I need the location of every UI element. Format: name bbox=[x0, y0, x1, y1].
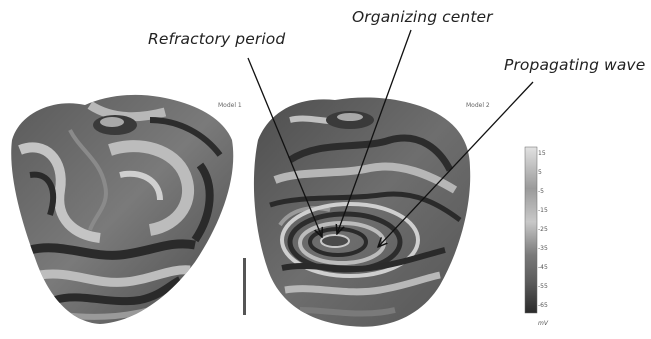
right-heart bbox=[254, 98, 470, 327]
colorbar-tick: -55 bbox=[538, 283, 548, 290]
colorbar-tick: -5 bbox=[538, 188, 544, 195]
label-organizing-center: Organizing center bbox=[352, 8, 493, 26]
panel-title-right: Model 2 bbox=[466, 102, 490, 109]
colorbar-tick: -65 bbox=[538, 302, 548, 309]
colorbar bbox=[525, 147, 537, 313]
colorbar-tick: -15 bbox=[538, 207, 548, 214]
colorbar-unit: mV bbox=[538, 320, 548, 327]
colorbar-tick: 5 bbox=[538, 169, 542, 176]
colorbar-tick: 15 bbox=[538, 150, 546, 157]
scale-bar bbox=[243, 258, 246, 315]
colorbar-tick: -35 bbox=[538, 245, 548, 252]
colorbar-tick: -45 bbox=[538, 264, 548, 271]
left-heart bbox=[11, 95, 233, 324]
colorbar-tick: -25 bbox=[538, 226, 548, 233]
label-refractory-period: Refractory period bbox=[148, 30, 285, 48]
panel-title-left: Model 1 bbox=[218, 102, 242, 109]
label-propagating-wave: Propagating wave bbox=[504, 56, 645, 74]
